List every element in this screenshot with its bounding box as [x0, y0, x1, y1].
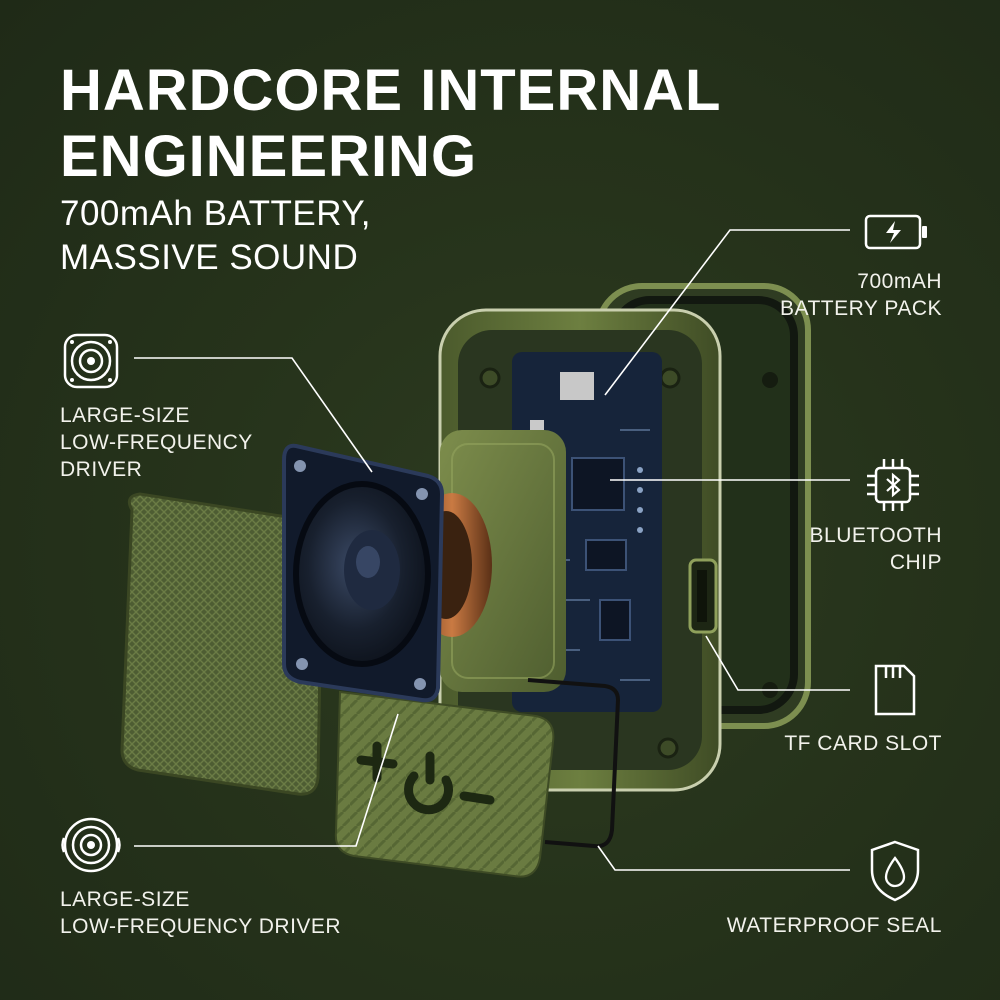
button-panel [334, 690, 555, 878]
callout-battery-line-1: 700mAH [857, 270, 942, 293]
mesh-grille [120, 492, 324, 796]
callout-tf-card: TF CARD SLOT [784, 730, 942, 757]
callout-driver-bottom: LARGE-SIZE LOW-FREQUENCY DRIVER [60, 886, 341, 940]
sd-card-icon [872, 662, 918, 723]
page-title-line-1: HARDCORE INTERNAL [60, 58, 722, 123]
sound-wave-speaker-icon [60, 814, 122, 881]
bluetooth-chip-icon [864, 456, 922, 519]
callout-bluetooth-line-2: CHIP [889, 551, 942, 574]
page-title: HARDCORE INTERNAL ENGINEERING [60, 58, 721, 190]
callout-driver-bottom-line-2: LOW-FREQUENCY DRIVER [60, 915, 342, 938]
speaker-driver-icon [62, 332, 120, 395]
callout-waterproof: WATERPROOF SEAL [727, 912, 942, 939]
callout-bluetooth-line-1: BLUETOOTH [809, 524, 942, 547]
page-subtitle: 700mAh BATTERY, MASSIVE SOUND [60, 192, 371, 280]
water-drop-shield-icon [866, 838, 924, 909]
speaker-driver [282, 443, 492, 703]
battery-icon [864, 214, 930, 255]
callout-bluetooth: BLUETOOTH CHIP [810, 522, 942, 576]
callout-battery-line-2: BATTERY PACK [780, 297, 942, 320]
callout-driver-top: LARGE-SIZE LOW-FREQUENCY DRIVER [60, 402, 253, 483]
leader-lines [134, 229, 850, 871]
callout-driver-bottom-line-1: LARGE-SIZE [60, 888, 190, 911]
callout-driver-top-line-3: DRIVER [60, 458, 143, 481]
seal-ring [527, 678, 621, 849]
page-subtitle-line-2: MASSIVE SOUND [60, 238, 359, 277]
callout-driver-top-line-1: LARGE-SIZE [60, 404, 190, 427]
callout-tf-card-line-1: TF CARD SLOT [784, 732, 942, 755]
page-title-line-2: ENGINEERING [60, 124, 478, 189]
callout-battery: 700mAH BATTERY PACK [780, 268, 942, 322]
page-subtitle-line-1: 700mAh BATTERY, [60, 194, 371, 233]
callout-driver-top-line-2: LOW-FREQUENCY [60, 431, 253, 454]
callout-waterproof-line-1: WATERPROOF SEAL [726, 914, 942, 937]
